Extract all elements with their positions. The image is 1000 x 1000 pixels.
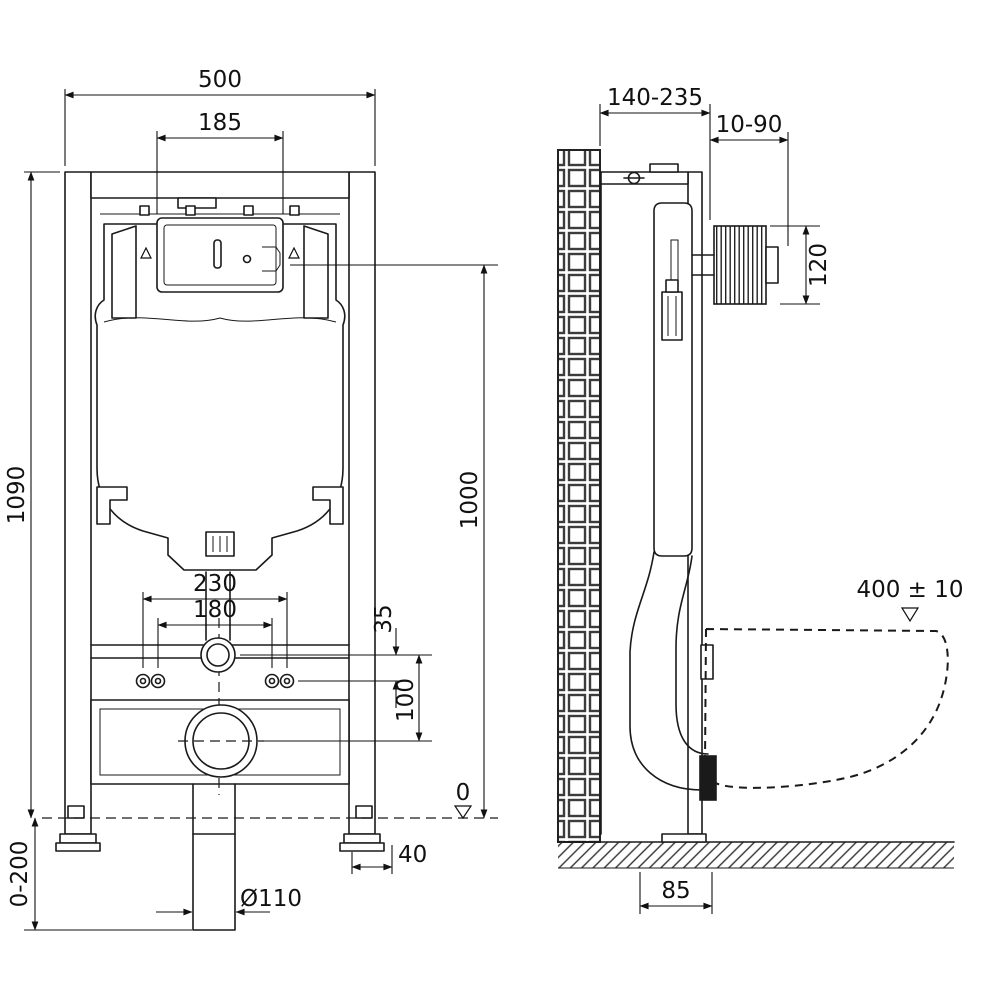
- front-dimensions: 500 185 1090 0-200 230 180 35 100: [4, 67, 498, 931]
- front-view: [55, 171, 385, 931]
- bowl-fixing: [700, 644, 714, 680]
- dim-1000-label: 1000: [457, 471, 483, 530]
- dim-140-235-label: 140-235: [607, 85, 703, 111]
- dim-1090-label: 1090: [4, 466, 30, 525]
- floor-hatch: [558, 842, 954, 868]
- dim-35-label: 35: [371, 604, 397, 633]
- flush-pipe-circle: [200, 637, 236, 673]
- flush-mechanism: [661, 291, 683, 341]
- dim-230-label: 230: [193, 571, 237, 597]
- front-left-upright: [64, 171, 92, 835]
- actuator-cap: [765, 246, 779, 284]
- top-notch: [177, 197, 217, 209]
- side-foot: [661, 833, 707, 843]
- dim-0-200-label: 0-200: [7, 841, 33, 908]
- side-dimensions: 140-235 10-90 120 400 ± 10 85: [599, 85, 964, 914]
- left-adjust-marker-icon: [140, 246, 152, 259]
- front-top-crossbar: [90, 171, 350, 199]
- dim-100-label: 100: [393, 678, 419, 722]
- flush-bend-outer: [629, 551, 709, 791]
- dim-85-label: 85: [661, 878, 690, 904]
- left-bracket: [111, 225, 137, 319]
- right-bracket: [303, 225, 329, 319]
- dim-10-90-label: 10-90: [716, 112, 783, 138]
- dim-40-label: 40: [398, 842, 427, 868]
- left-foot: [59, 833, 97, 844]
- front-right-upright: [348, 171, 376, 835]
- tiled-wall: [557, 149, 601, 843]
- dim-180-label: 180: [193, 597, 237, 623]
- dim-110-label: Ø110: [240, 886, 302, 912]
- dim-185-label: 185: [198, 110, 242, 136]
- dim-120-label: 120: [806, 243, 832, 287]
- drain-pipe: [192, 833, 236, 931]
- flush-plate-slot: [213, 239, 222, 269]
- actuator-sleeve: [713, 225, 767, 305]
- dim-500-label: 500: [198, 67, 242, 93]
- outlet-connector: [699, 755, 717, 801]
- bowl-level-marker-icon: [900, 607, 920, 623]
- right-adjust-marker-icon: [288, 246, 300, 259]
- fixing-holes: [135, 673, 295, 689]
- right-foot: [343, 833, 381, 844]
- cistern-outline: [94, 223, 346, 571]
- toilet-bowl-outline: [704, 628, 949, 789]
- dim-0-label: 0: [456, 780, 471, 806]
- flush-bend-inner: [675, 555, 709, 755]
- dim-400-label: 400 ± 10: [856, 577, 963, 603]
- floor-level-marker-icon: [453, 805, 473, 820]
- side-view: [557, 149, 955, 869]
- cistern-side-outline: [653, 202, 693, 557]
